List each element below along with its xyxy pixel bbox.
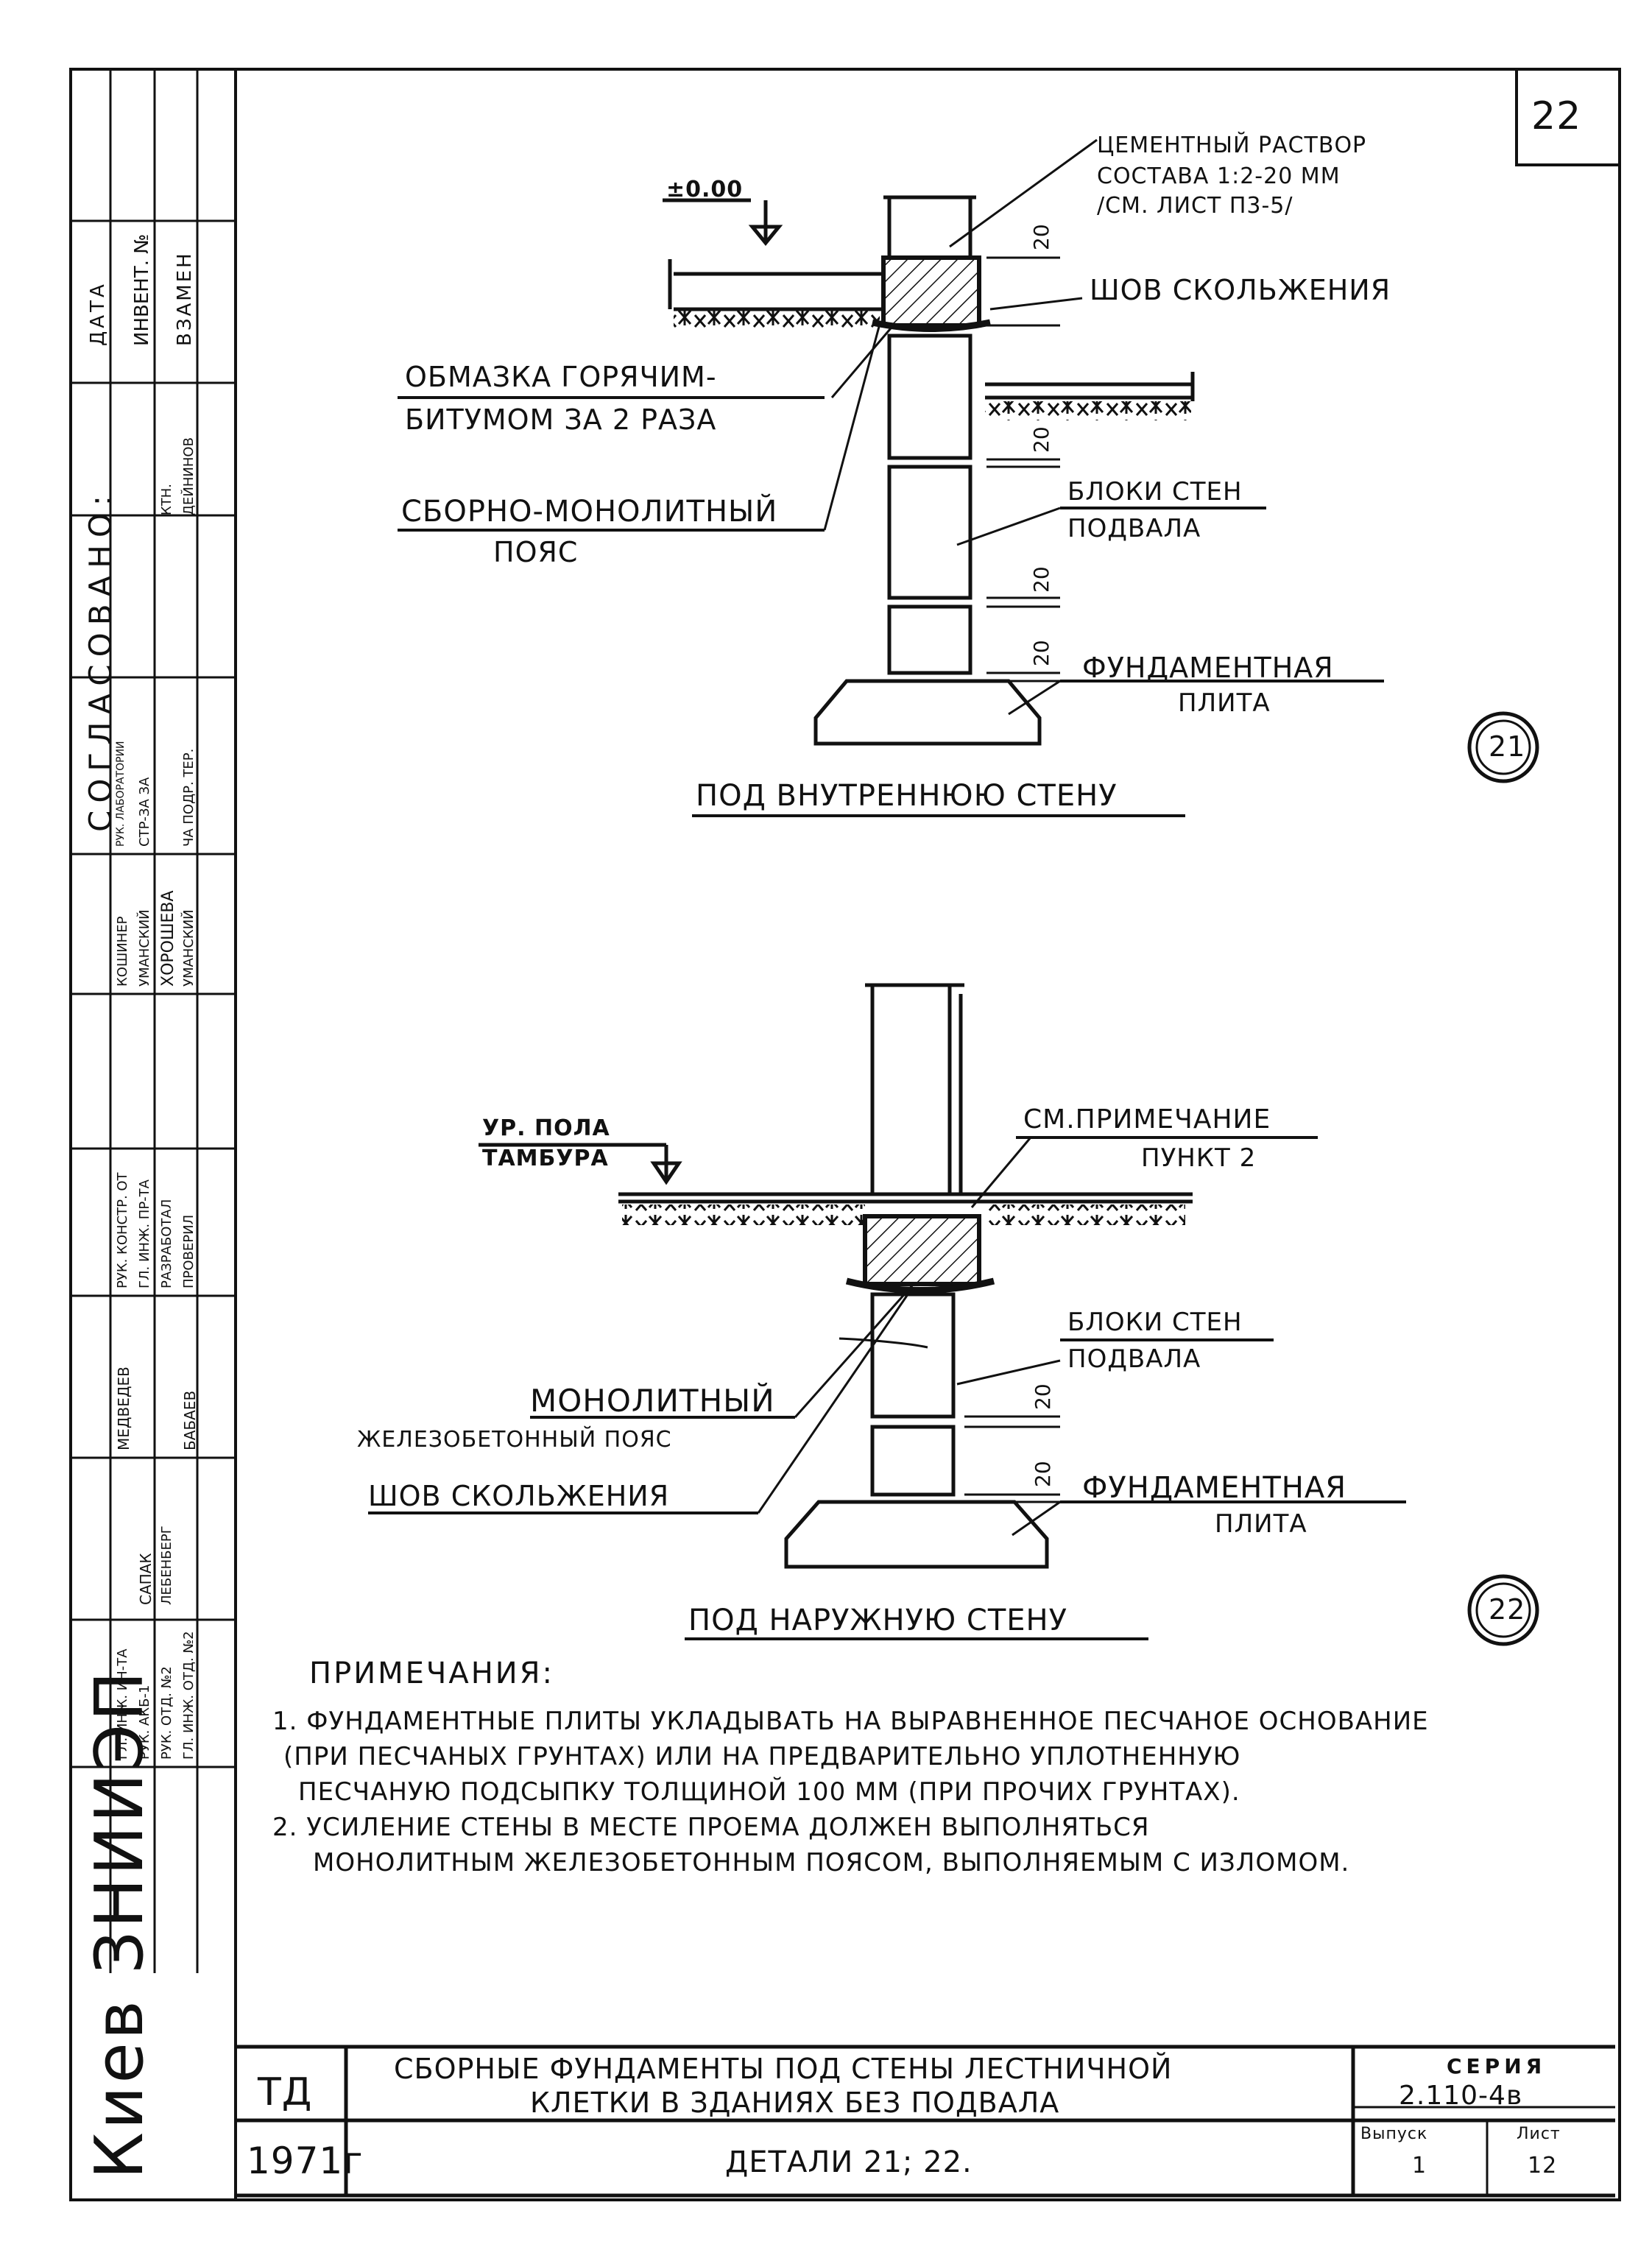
- side-stamp-lines: [69, 68, 234, 1973]
- d21-belt-2: ПОЯС: [493, 536, 579, 568]
- stamp-col4-r2: УМАНСКИЙ: [137, 909, 152, 987]
- stamp-header-inv: ИНВЕНТ. №: [131, 233, 153, 346]
- d21-dim-3: 20: [1029, 566, 1053, 593]
- d22-floor-level-2: ТАМБУРА: [482, 1146, 609, 1171]
- tb-year: 1971г: [247, 2140, 364, 2182]
- d21-dim-4: 20: [1029, 640, 1053, 666]
- stamp-col4-r1: КОШИНЕР: [115, 916, 130, 987]
- stamp-col1-r2: РУК. АКБ-1: [137, 1685, 152, 1760]
- stamp-col1-r1: ГЛ. ИНЖ. ИН-ТА: [115, 1648, 130, 1760]
- d22-blocks-1: БЛОКИ СТЕН: [1067, 1308, 1243, 1337]
- stamp-agreed: СОГЛАСОВАНО:: [82, 487, 119, 832]
- notes-line-3: ПЕСЧАНУЮ ПОДСЫПКУ ТОЛЩИНОЙ 100 ММ (ПРИ П…: [298, 1777, 1240, 1807]
- d22-floor-level-1: УР. ПОЛА: [482, 1115, 610, 1141]
- detail-21-drawing: [398, 138, 1539, 817]
- d21-mortar-note-3: /СМ. ЛИСТ П3-5/: [1097, 193, 1293, 219]
- d21-mortar-note-2: СОСТАВА 1:2-20 ММ: [1097, 163, 1341, 189]
- d22-see-note-2: ПУНКТ 2: [1141, 1143, 1257, 1173]
- d21-blocks-1: БЛОКИ СТЕН: [1067, 477, 1243, 507]
- d21-slip-joint: ШОВ СКОЛЬЖЕНИЯ: [1090, 274, 1391, 306]
- notes-line-2: (ПРИ ПЕСЧАНЫХ ГРУНТАХ) ИЛИ НА ПРЕДВАРИТЕ…: [283, 1742, 1241, 1771]
- tb-issue-value: 1: [1412, 2153, 1427, 2179]
- tb-series-value: 2.110-4в: [1399, 2081, 1523, 2111]
- d22-see-note-1: СМ.ПРИМЕЧАНИЕ: [1023, 1104, 1271, 1135]
- stamp-separator: [234, 68, 237, 2198]
- d21-number: 21: [1489, 730, 1526, 763]
- stamp-col4-r4: УМАНСКИЙ: [181, 909, 197, 987]
- d22-dim-2: 20: [1031, 1461, 1055, 1487]
- d22-number: 22: [1489, 1593, 1526, 1626]
- d21-bitumen-2: БИТУМОМ ЗА 2 РАЗА: [405, 403, 717, 436]
- tb-issue-label: Выпуск: [1360, 2125, 1428, 2143]
- sheet-frame: [69, 68, 1621, 2201]
- stamp-header-date: ДАТА: [87, 281, 109, 346]
- notes-title: ПРИМЕЧАНИЯ:: [309, 1657, 554, 1690]
- d21-mortar-note-1: ЦЕМЕНТНЫЙ РАСТВОР: [1097, 133, 1367, 158]
- stamp-col2-r4: БАБАЕВ: [181, 1390, 199, 1450]
- d21-dim-1: 20: [1029, 224, 1053, 250]
- stamp-col5-r5: ДЕЙНИНОВ: [181, 437, 197, 515]
- stamp-col3-r2: ГЛ. ИНЖ. ПР-ТА: [137, 1179, 152, 1288]
- detail-22-drawing: [368, 983, 1539, 1646]
- notes-line-1: 1. ФУНДАМЕНТНЫЕ ПЛИТЫ УКЛАДЫВАТЬ НА ВЫРА…: [272, 1707, 1429, 1736]
- tb-org: ТД: [258, 2070, 313, 2114]
- stamp-col3-r1: РУК. КОНСТР. ОТ: [115, 1172, 130, 1288]
- d22-dim-1: 20: [1031, 1383, 1055, 1410]
- d22-foundation-1: ФУНДАМЕНТНАЯ: [1082, 1471, 1347, 1505]
- d21-foundation-1: ФУНДАМЕНТНАЯ: [1082, 652, 1334, 684]
- d21-blocks-2: ПОДВАЛА: [1067, 514, 1201, 543]
- stamp-col3-r3: РАЗРАБОТАЛ: [159, 1199, 174, 1288]
- d22-foundation-2: ПЛИТА: [1215, 1509, 1307, 1539]
- d21-dim-2: 20: [1029, 426, 1053, 453]
- title-block-lines: [234, 2045, 1615, 2198]
- d22-caption: ПОД НАРУЖНУЮ СТЕНУ: [688, 1604, 1067, 1637]
- d21-level-mark: ±0.00: [666, 177, 744, 202]
- d21-foundation-2: ПЛИТА: [1178, 688, 1271, 718]
- notes-line-5: МОНОЛИТНЫМ ЖЕЛЕЗОБЕТОННЫМ ПОЯСОМ, ВЫПОЛН…: [313, 1848, 1350, 1877]
- stamp-col2-r3: ЛЕБЕНБЕРГ: [159, 1525, 174, 1605]
- d22-slip-joint: ШОВ СКОЛЬЖЕНИЯ: [368, 1480, 670, 1512]
- stamp-col2-r1: МЕДВЕДЕВ: [115, 1366, 133, 1450]
- tb-title-1: СБОРНЫЕ ФУНДАМЕНТЫ ПОД СТЕНЫ ЛЕСТНИЧНОЙ: [394, 2053, 1173, 2085]
- d21-bitumen-1: ОБМАЗКА ГОРЯЧИМ-: [405, 361, 717, 393]
- stamp-header-replace: ВЗАМЕН: [174, 251, 196, 346]
- d21-belt-1: СБОРНО-МОНОЛИТНЫЙ: [401, 495, 778, 529]
- stamp-col1-r3: РУК. ОТД. №2: [159, 1666, 174, 1760]
- tb-sheet-label: Лист: [1517, 2125, 1561, 2143]
- stamp-col1-r4: ГЛ. ИНЖ. ОТД. №2: [181, 1631, 197, 1760]
- d22-blocks-2: ПОДВАЛА: [1067, 1344, 1201, 1374]
- stamp-col2-r2: САПАК: [137, 1553, 155, 1605]
- tb-title-2: КЛЕТКИ В ЗДАНИЯХ БЕЗ ПОДВАЛА: [530, 2087, 1060, 2119]
- d21-caption: ПОД ВНУТРЕННЮЮ СТЕНУ: [696, 779, 1118, 813]
- stamp-col5-r2: СТР-ЗА ЗА: [137, 777, 152, 847]
- stamp-col4-r3: ХОРОШЕВА: [159, 890, 177, 987]
- sheet-number: 22: [1531, 94, 1582, 138]
- notes-line-4: 2. УСИЛЕНИЕ СТЕНЫ В МЕСТЕ ПРОЕМА ДОЛЖЕН …: [272, 1813, 1150, 1842]
- stamp-col3-r4: ПРОВЕРИЛ: [181, 1214, 197, 1288]
- tb-subtitle: ДЕТАЛИ 21; 22.: [725, 2145, 973, 2179]
- stamp-col5-r4: КТН.: [159, 483, 174, 515]
- sheet-number-box: [1515, 68, 1621, 166]
- stamp-col5-r3: ЧА ПОДР. ТЕР.: [181, 748, 197, 847]
- tb-series-label: СЕРИЯ: [1447, 2054, 1547, 2078]
- stamp-col5-r1: РУК. ЛАБОРАТОРИИ: [115, 741, 127, 847]
- tb-sheet-value: 12: [1528, 2153, 1558, 2179]
- d22-belt-1: МОНОЛИТНЫЙ: [530, 1383, 775, 1419]
- d22-belt-2: ЖЕЛЕЗОБЕТОННЫЙ ПОЯС: [357, 1427, 672, 1453]
